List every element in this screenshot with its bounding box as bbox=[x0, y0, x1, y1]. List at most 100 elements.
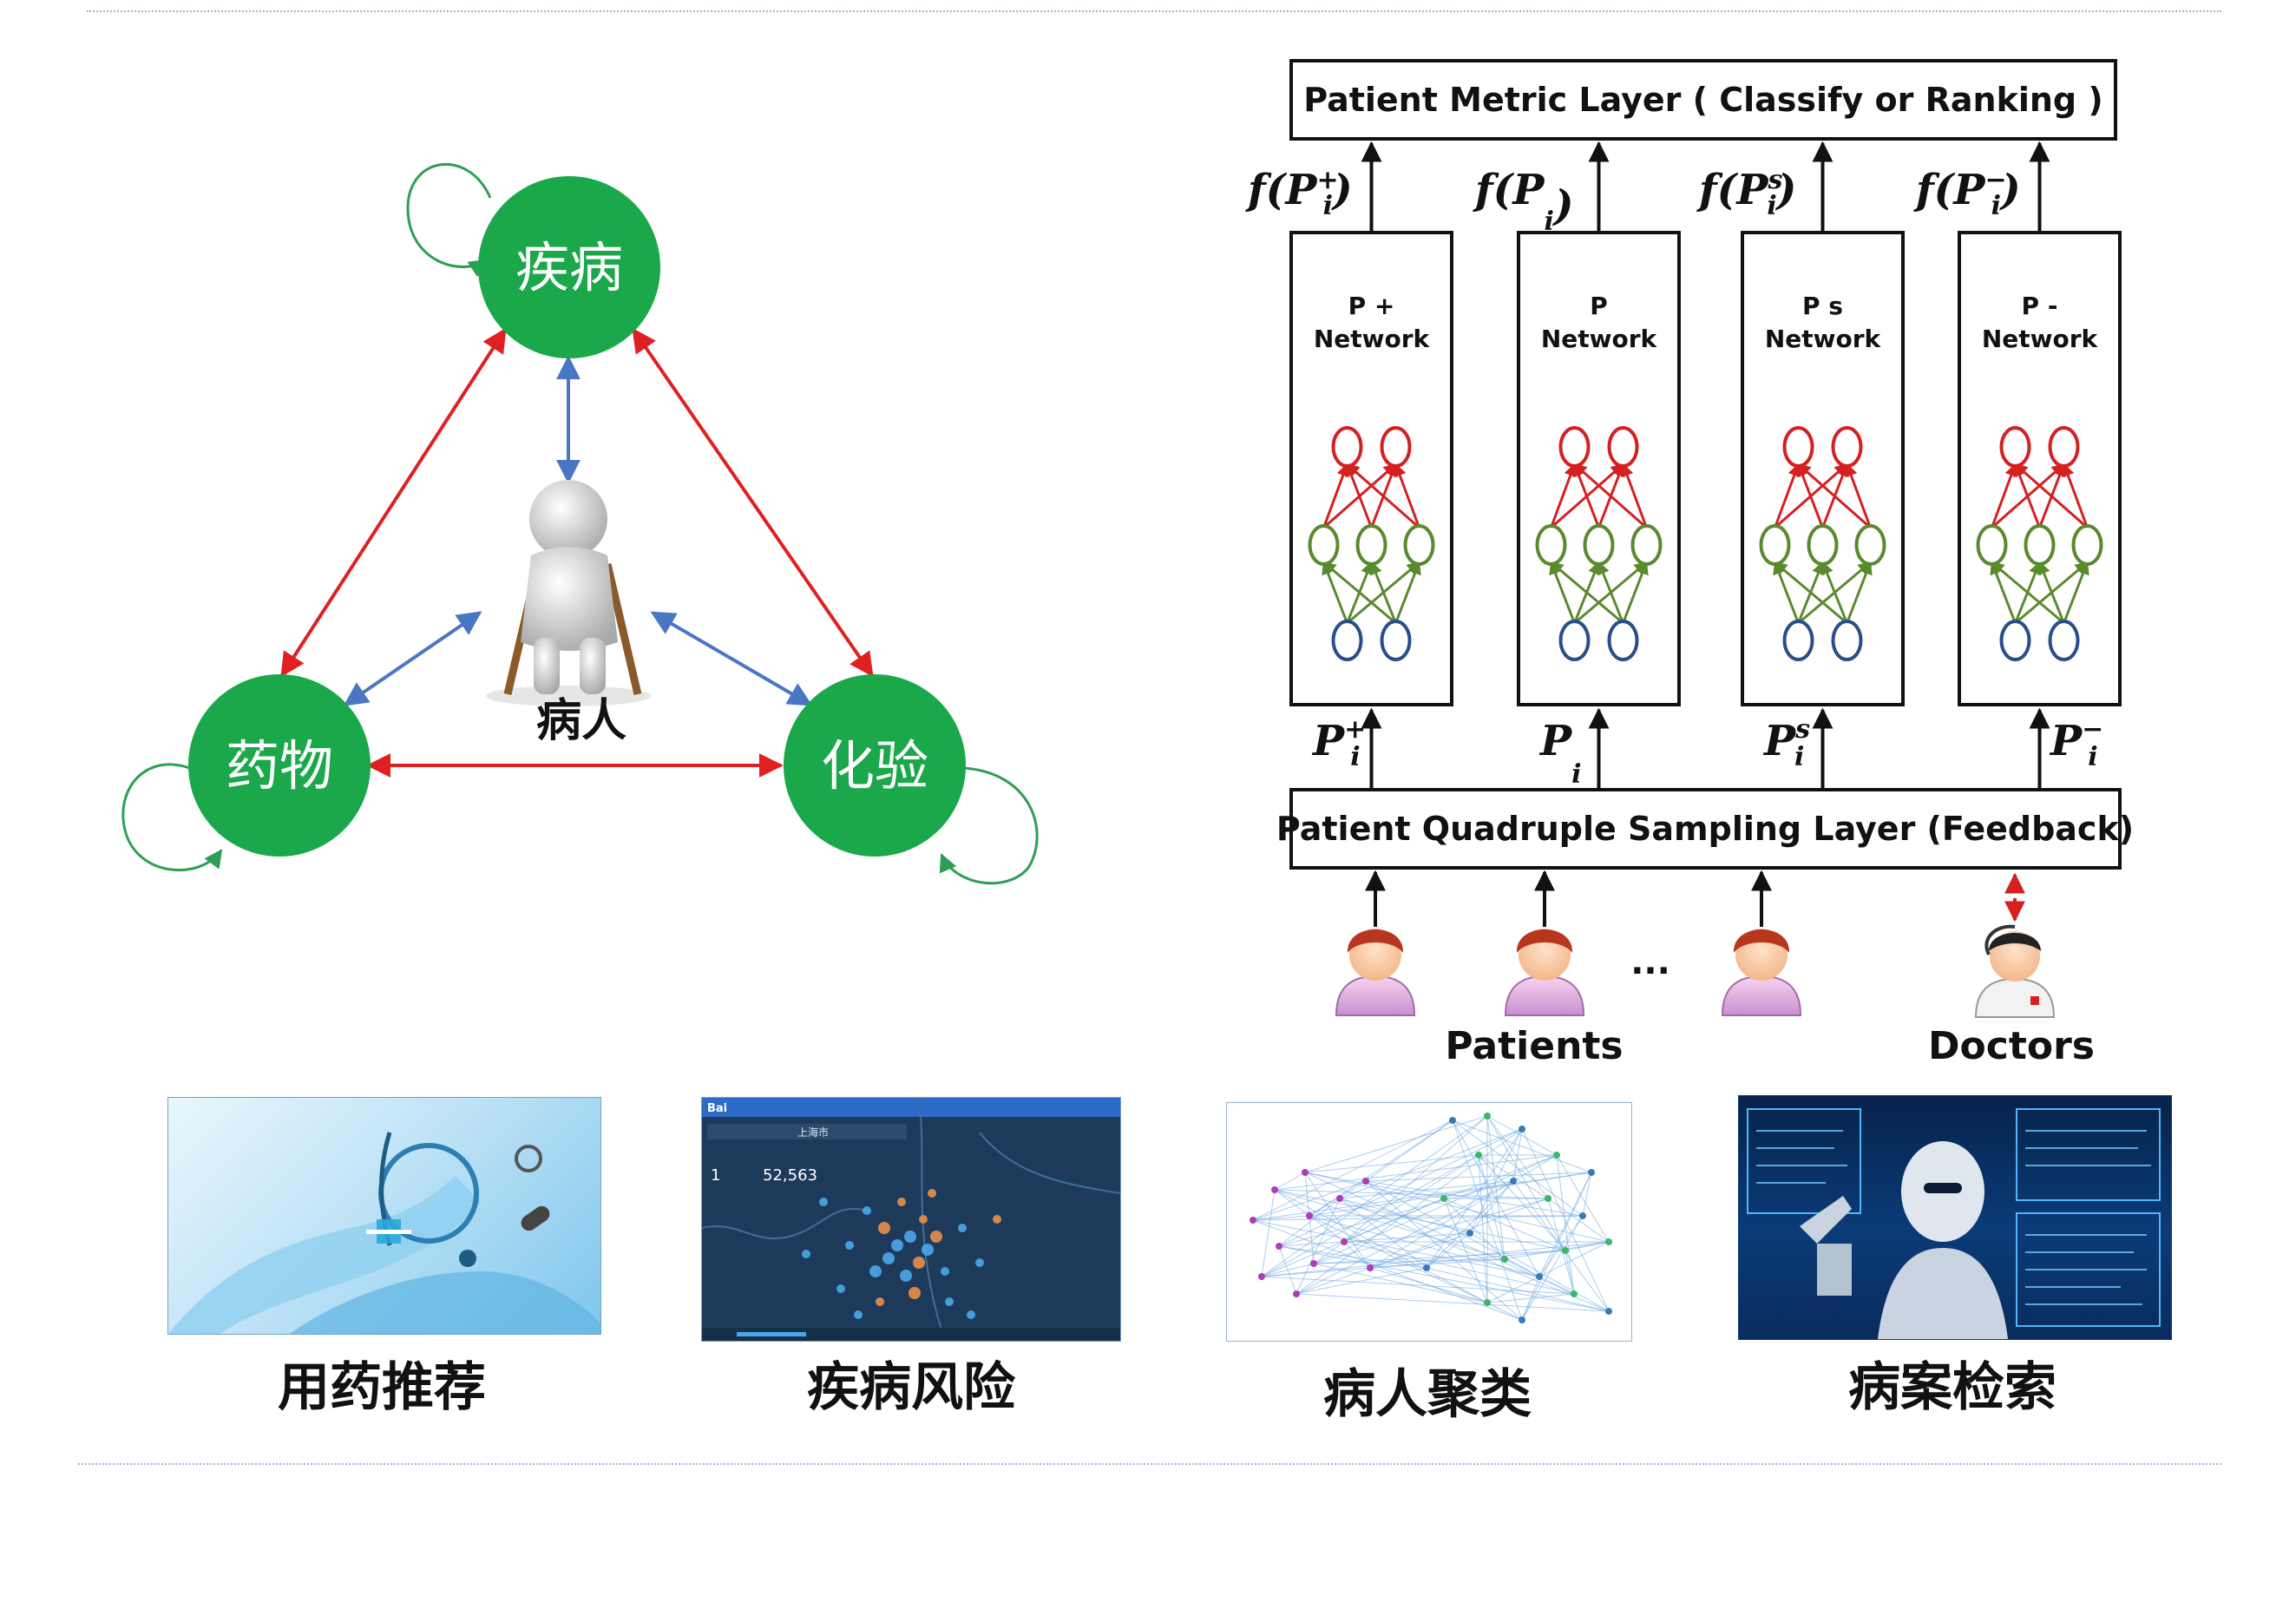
cluster-node bbox=[1362, 1178, 1369, 1185]
p-base: P bbox=[2049, 717, 2083, 765]
neuron-input bbox=[1380, 620, 1412, 661]
cluster-edge bbox=[1278, 1245, 1427, 1269]
cluster-edge bbox=[1278, 1232, 1471, 1247]
cluster-edge bbox=[1443, 1198, 1488, 1303]
cluster-node bbox=[1553, 1152, 1560, 1159]
cluster-edge bbox=[1261, 1154, 1479, 1277]
lab-label: 化验 bbox=[821, 734, 928, 798]
edge-lab-patient bbox=[650, 611, 813, 706]
cluster-edge bbox=[1274, 1189, 1488, 1303]
caption-drug-recommendation: 用药推荐 bbox=[278, 1357, 486, 1418]
network-edge bbox=[1774, 561, 1848, 625]
map-dot bbox=[863, 1206, 871, 1215]
doctor-icon bbox=[1974, 924, 2056, 1018]
cluster-node bbox=[1562, 1247, 1569, 1254]
p-base: P bbox=[1762, 717, 1797, 765]
neuron-output bbox=[1831, 426, 1863, 468]
caption-disease-risk: 疾病风险 bbox=[807, 1357, 1015, 1418]
cluster-edge bbox=[1547, 1198, 1610, 1243]
f-base: f(P bbox=[1473, 166, 1545, 214]
cluster-edge bbox=[1296, 1267, 1427, 1295]
network-name: P bbox=[1590, 292, 1608, 320]
f-sup: − bbox=[1984, 165, 2006, 195]
cluster-edge bbox=[1369, 1198, 1549, 1269]
cluster-node bbox=[1484, 1113, 1491, 1119]
map-city: 上海市 bbox=[797, 1126, 829, 1139]
cluster-edge bbox=[1486, 1293, 1575, 1303]
bottom-divider bbox=[78, 1463, 2221, 1465]
neuron-hidden bbox=[1759, 524, 1791, 566]
f-base: f(P bbox=[1913, 166, 1986, 214]
f-sub: i bbox=[1767, 191, 1776, 221]
p-sup: + bbox=[1344, 714, 1366, 745]
p-sub: i bbox=[1350, 742, 1360, 772]
network-name-suffix: Network bbox=[1982, 325, 2099, 353]
network-edge bbox=[1573, 463, 1648, 529]
network-edge bbox=[1846, 561, 1873, 624]
p-sup: − bbox=[2082, 714, 2103, 745]
cluster-edge bbox=[1296, 1128, 1523, 1295]
cluster-edge bbox=[1304, 1154, 1479, 1173]
cluster-edge bbox=[1365, 1172, 1592, 1182]
map-dot bbox=[891, 1239, 903, 1251]
cluster-edge bbox=[1486, 1241, 1610, 1303]
cluster-edge bbox=[1339, 1128, 1523, 1199]
cluster-edge bbox=[1252, 1215, 1310, 1221]
network-edge bbox=[2014, 463, 2089, 529]
disease-self-loop bbox=[406, 162, 492, 278]
cluster-node bbox=[1545, 1195, 1551, 1202]
cluster-edge bbox=[1304, 1172, 1610, 1243]
network-edge bbox=[2063, 561, 2089, 624]
cluster-edge bbox=[1365, 1180, 1540, 1277]
cluster-edge bbox=[1443, 1154, 1558, 1199]
cluster-node bbox=[1571, 1290, 1578, 1297]
map-dot bbox=[975, 1258, 984, 1267]
network-edge bbox=[1991, 561, 2065, 625]
cluster-edge bbox=[1309, 1119, 1453, 1217]
disease-risk-map-image: Bai 上海市 1 52,563 bbox=[701, 1097, 1121, 1342]
cluster-edge bbox=[1556, 1154, 1610, 1243]
cluster-edge bbox=[1278, 1245, 1610, 1312]
f-close: ) bbox=[1999, 166, 2021, 214]
cluster-edge bbox=[1261, 1189, 1276, 1277]
f-sub: i bbox=[1991, 191, 2001, 221]
f-sub: i bbox=[1323, 191, 1333, 221]
network-edge bbox=[1621, 463, 1648, 529]
map-dot bbox=[922, 1244, 934, 1256]
network-edge bbox=[1550, 561, 1624, 625]
disease-node bbox=[478, 176, 660, 358]
p-sub: i bbox=[1794, 742, 1804, 772]
cluster-edge bbox=[1343, 1241, 1575, 1295]
network-edge bbox=[1322, 561, 1397, 625]
map-dot bbox=[819, 1198, 828, 1206]
patient-icon bbox=[1335, 929, 1416, 1016]
neuron-hidden bbox=[2071, 524, 2103, 566]
cluster-node bbox=[1293, 1290, 1300, 1297]
map-dot bbox=[958, 1224, 967, 1232]
neuron-output bbox=[1607, 426, 1639, 468]
cluster-edge bbox=[1521, 1172, 1592, 1321]
doctors-label: Doctors bbox=[1928, 1024, 2095, 1068]
network-box bbox=[1517, 231, 1681, 706]
cluster-node bbox=[1449, 1117, 1456, 1124]
cluster-edge bbox=[1369, 1258, 1506, 1269]
metric-layer-label: Patient Metric Layer ( Classify or Ranki… bbox=[1303, 81, 2102, 119]
cluster-node bbox=[1475, 1152, 1482, 1159]
cluster-edge bbox=[1369, 1250, 1566, 1269]
neuron-output bbox=[1999, 426, 2031, 468]
network-edge bbox=[1797, 463, 1872, 529]
cluster-edge bbox=[1296, 1293, 1610, 1312]
map-dot bbox=[913, 1257, 925, 1269]
cluster-edge bbox=[1304, 1172, 1371, 1269]
sampling-layer-box bbox=[1289, 788, 2122, 870]
cluster-edge bbox=[1521, 1128, 1610, 1312]
top-divider bbox=[87, 10, 2221, 12]
map-dot bbox=[904, 1231, 916, 1243]
cluster-node bbox=[1423, 1264, 1430, 1271]
map-dot bbox=[900, 1270, 912, 1282]
caption-patient-clustering: 病人聚类 bbox=[1323, 1364, 1532, 1425]
cluster-node bbox=[1579, 1212, 1586, 1219]
cluster-edge bbox=[1365, 1119, 1453, 1182]
network-edge bbox=[1394, 561, 1421, 624]
